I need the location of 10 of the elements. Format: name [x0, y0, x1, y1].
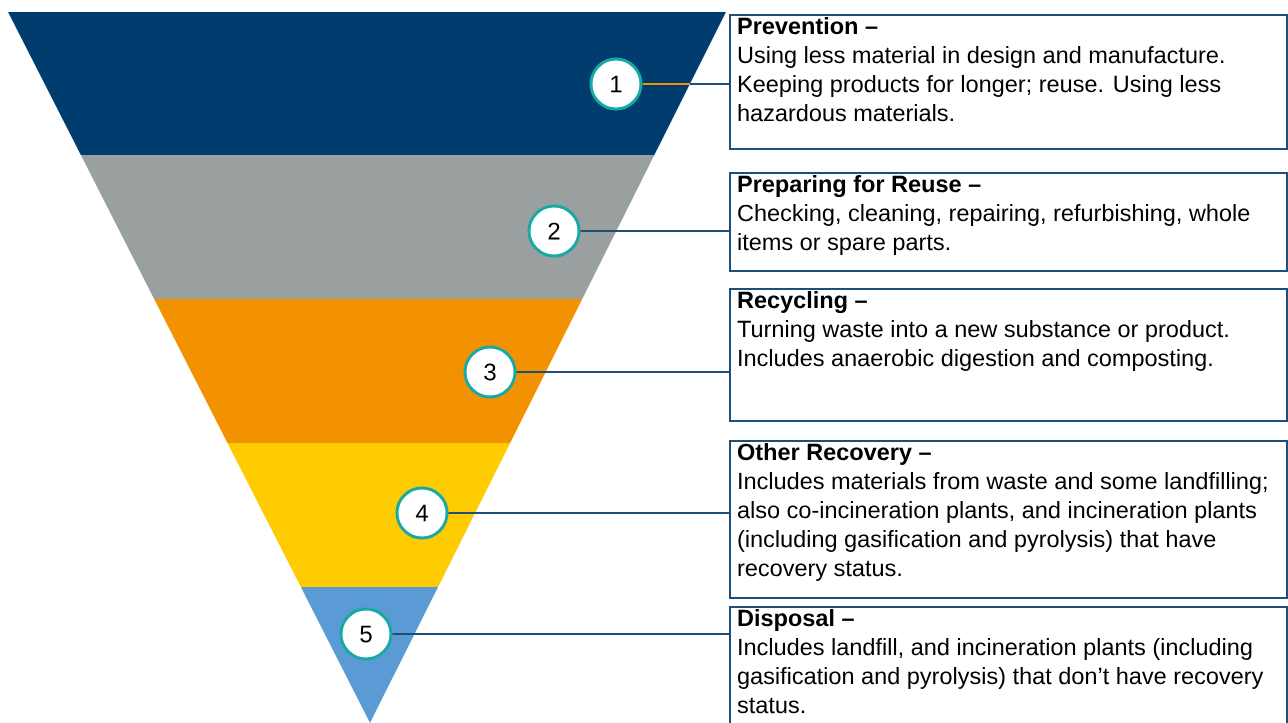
text-box: Disposal – Includes landfill, and incineration plants (including gasification and pyrolysis) that don’t have recovery status.: [729, 606, 1288, 723]
text-box: Other Recovery – Includes materials from waste and some landfilling; also co-incineration plants, and incineration plants (including gasification and pyrolysis) that have recovery status.: [729, 440, 1288, 599]
leader-line: [447, 512, 730, 514]
leader-line: [641, 83, 730, 85]
leader-line: [515, 371, 730, 373]
leader-line: [391, 633, 730, 635]
text-box: Prevention – Using less material in design and manufacture. Keeping products for longer; reuse. Using less hazardous materials.: [729, 14, 1288, 150]
leader-line: [579, 230, 730, 232]
text-box: Preparing for Reuse – Checking, cleaning, repairing, refurbishing, whole items or spare parts.: [729, 172, 1288, 272]
text-box: Recycling – Turning waste into a new substance or product. Includes anaerobic digestion and composting.: [729, 288, 1288, 422]
